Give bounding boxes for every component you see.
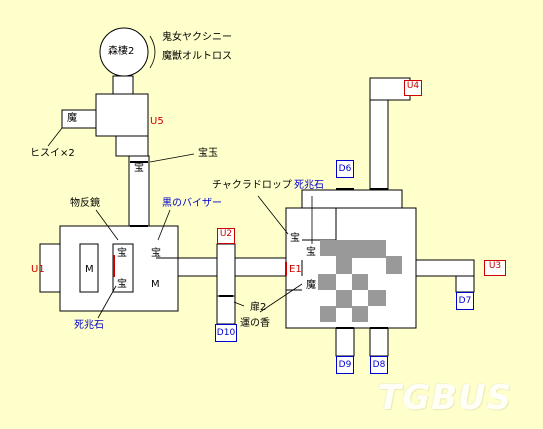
d6-box: D6 — [336, 160, 354, 178]
chakura-label: チャクラドロップ — [212, 180, 292, 191]
d8-box: D8 — [370, 356, 388, 374]
d9-box: D9 — [336, 356, 354, 374]
enemy-label-1: 鬼女ヤクシニー — [162, 32, 232, 43]
tobira-label: 扉2 — [250, 302, 267, 313]
d10-box: D10 — [215, 324, 237, 342]
buttai-label: 物反鏡 — [70, 198, 100, 209]
treasure-r2: 宝 — [306, 247, 316, 258]
hisui-label: ヒスイ×2 — [30, 148, 75, 159]
m-label-2: M — [151, 279, 160, 290]
shichouseki-label-right: 死兆石 — [294, 180, 324, 191]
watermark-logo: TGBUS — [378, 378, 513, 418]
u4-box: U4 — [404, 80, 422, 96]
room-label-ma: 魔 — [67, 113, 77, 124]
treasure-top: 宝 — [134, 163, 144, 174]
kuro-label: 黒のバイザー — [162, 198, 222, 209]
hougyoku-label: 宝玉 — [198, 148, 218, 159]
m-label-1: M — [85, 264, 94, 275]
treasure-l3: 宝 — [117, 279, 127, 290]
d7-box: D7 — [456, 292, 474, 310]
ma-label-right: 魔 — [306, 280, 316, 291]
unnoka-label: 運の香 — [240, 318, 270, 329]
u3-box: U3 — [484, 260, 506, 276]
u2-box: U2 — [217, 228, 235, 244]
e1-label: E1 — [289, 264, 302, 275]
shichouseki-label-left: 死兆石 — [74, 320, 104, 331]
enemy-label-2: 魔獣オルトロス — [162, 51, 232, 62]
treasure-r1: 宝 — [290, 233, 300, 244]
treasure-l2: 宝 — [151, 248, 161, 259]
u1-label: U1 — [31, 264, 45, 275]
u5-label: U5 — [150, 116, 164, 127]
room-label-top: 森棲2 — [108, 46, 135, 57]
treasure-l1: 宝 — [117, 248, 127, 259]
